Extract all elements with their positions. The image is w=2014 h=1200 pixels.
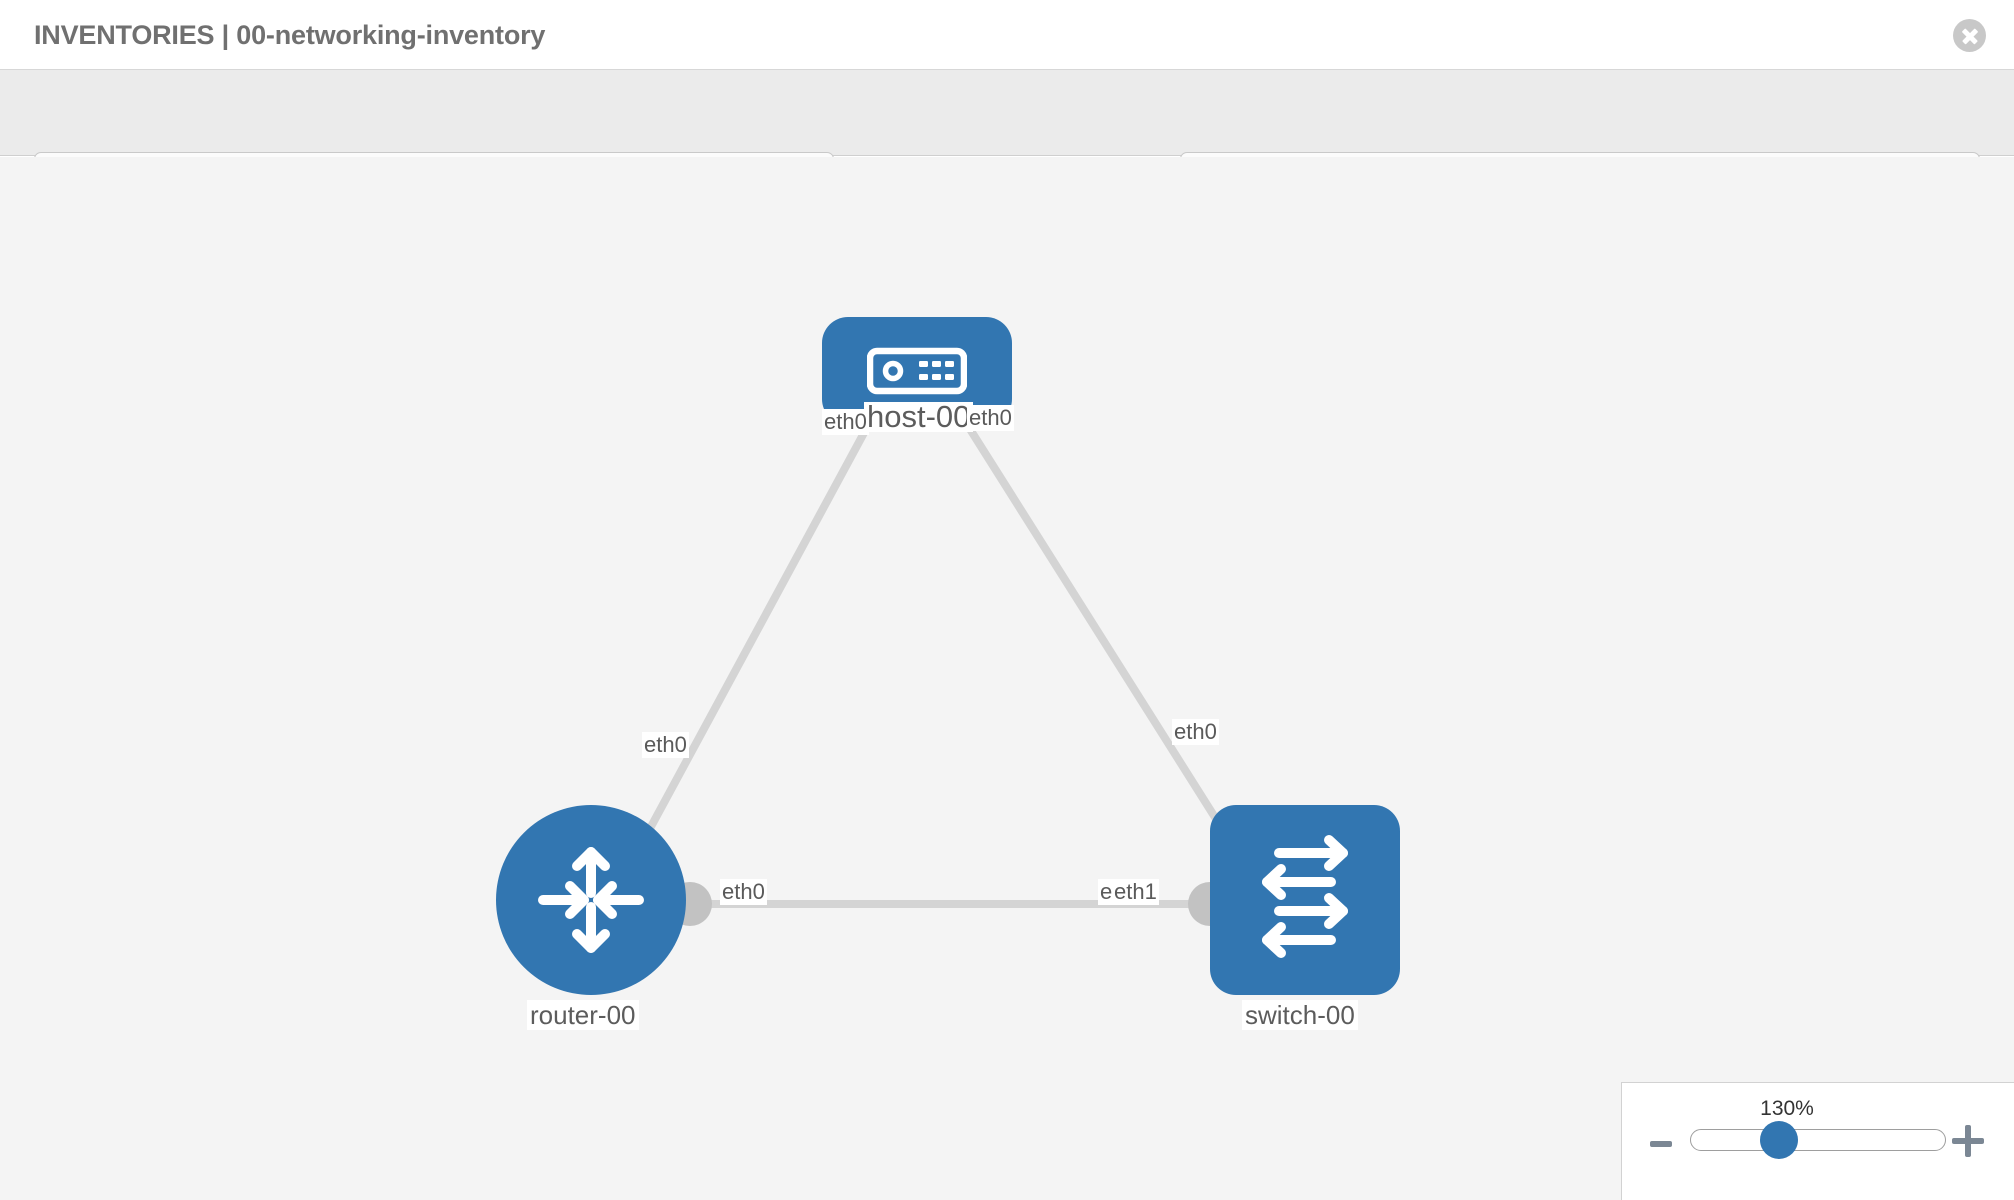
edge-host-switch xyxy=(952,404,1244,860)
topology-node-host-00[interactable]: host-00 xyxy=(822,317,1012,432)
plus-icon[interactable] xyxy=(1952,1125,1984,1157)
zoom-slider-handle[interactable] xyxy=(1760,1121,1798,1159)
edge-label-switch-left[interactable]: eth1 xyxy=(1112,879,1159,905)
node-switch-00-label: switch-00 xyxy=(1242,1000,1358,1030)
edge-label-host-right[interactable]: eth0 xyxy=(967,405,1014,431)
zoom-level-value: 130% xyxy=(1760,1097,1814,1120)
zoom-slider-track[interactable] xyxy=(1690,1129,1946,1151)
node-router-00-shape xyxy=(496,805,686,995)
edge-label-host-left[interactable]: eth0 xyxy=(822,409,869,435)
topology-canvas[interactable]: host-00 xyxy=(0,157,2014,1200)
node-switch-00-shape xyxy=(1210,805,1400,995)
edge-label-router-right[interactable]: eth0 xyxy=(720,879,767,905)
zoom-control-panel: 130% xyxy=(1621,1082,2014,1200)
node-host-00-label: host-00 xyxy=(864,401,974,432)
topology-node-switch-00[interactable]: switch-00 xyxy=(1210,805,1400,1030)
close-icon[interactable] xyxy=(1953,19,1986,52)
topology-edges xyxy=(636,387,1257,926)
window-header: INVENTORIES | 00-networking-inventory xyxy=(0,0,2014,70)
toolbar: ACTIONS SEARCH xyxy=(0,70,2014,202)
minus-icon[interactable] xyxy=(1650,1133,1672,1155)
edge-label-switch-upper[interactable]: eth0 xyxy=(1172,719,1219,745)
router-arrows-icon xyxy=(538,847,644,953)
page-title: INVENTORIES | 00-networking-inventory xyxy=(34,20,546,50)
server-icon xyxy=(867,347,967,395)
node-router-00-label: router-00 xyxy=(527,1000,639,1030)
topology-node-router-00[interactable]: router-00 xyxy=(496,805,686,1030)
edge-host-router xyxy=(636,405,882,849)
edge-label-router-upper[interactable]: eth0 xyxy=(642,732,689,758)
switch-arrows-icon xyxy=(1262,835,1348,958)
